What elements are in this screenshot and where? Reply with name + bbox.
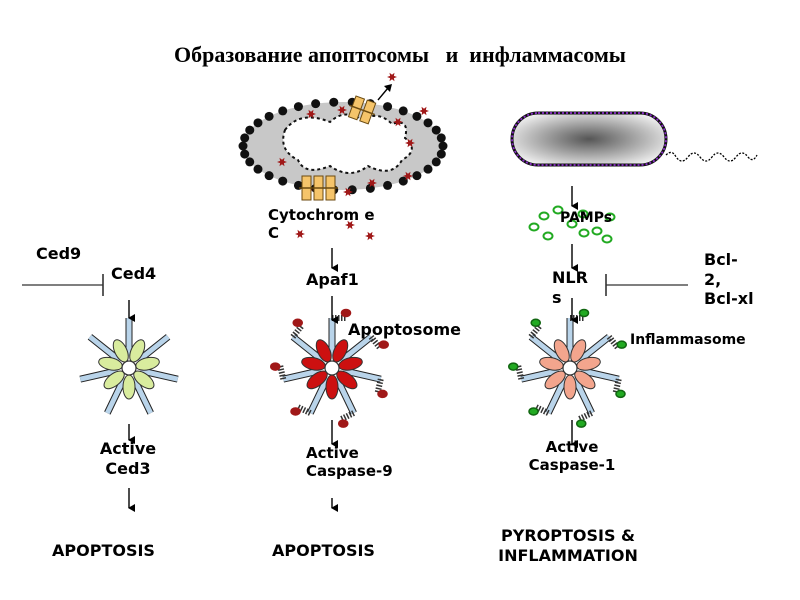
ced9-label: Ced9 xyxy=(36,244,82,263)
apoptosis-mid-label: APOPTOSIS xyxy=(272,541,375,560)
bcl-label: Bcl-2, Bcl-xl xyxy=(704,250,754,309)
inhibition-line-icon xyxy=(22,274,104,296)
mitochondrion-icon xyxy=(238,72,448,241)
slide-title: Образование апоптосомы и инфламмасомы xyxy=(174,42,626,67)
nlrs-label: NLR s xyxy=(552,268,588,307)
active-ced3-label: Active Ced3 xyxy=(99,439,157,478)
apoptosis-left-label: APOPTOSIS xyxy=(52,541,155,560)
active-caspase1-label: Active Caspase-1 xyxy=(528,438,616,475)
cytochrome-c-label: Cytochrom e C xyxy=(268,206,375,243)
pamps-label: PAMPs xyxy=(560,210,613,226)
nlr-inflammasome-icon xyxy=(508,308,627,428)
pamp-particles-icon xyxy=(528,205,616,244)
apaf1-apoptosome-icon xyxy=(270,308,389,428)
mito-channel-icon xyxy=(347,84,392,125)
ced4-label: Ced4 xyxy=(111,264,157,283)
pathway-arrows xyxy=(128,186,578,512)
active-caspase9-label: Active Caspase-9 xyxy=(306,444,393,481)
ced4-apoptosome-icon xyxy=(79,318,179,415)
inhibition-line-icon xyxy=(605,274,688,296)
apaf1-label: Apaf1 xyxy=(306,270,359,289)
mito-channel-icon xyxy=(299,175,338,201)
inflammasome-label: Inflammasome xyxy=(630,332,746,348)
apoptosome-label: Apoptosome xyxy=(348,320,461,339)
pyroptosis-label: PYROPTOSIS & INFLAMMATION xyxy=(498,526,638,565)
bacterium-icon xyxy=(510,111,758,167)
